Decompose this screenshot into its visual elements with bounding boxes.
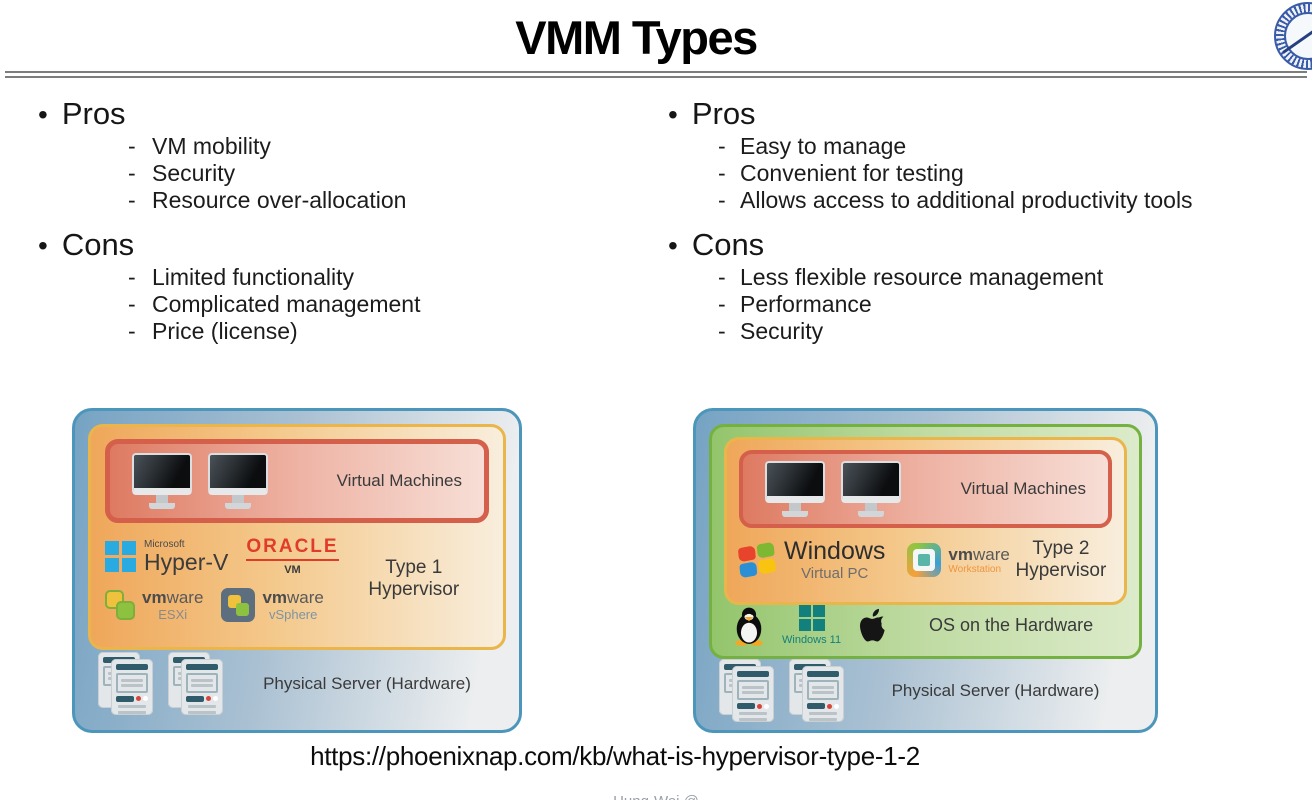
vmware-esxi-logo: vmware ESXi [105, 589, 203, 622]
vsphere-label: vSphere [268, 606, 318, 622]
server-stack-icon [168, 651, 226, 716]
list-item: VM mobility [38, 133, 608, 160]
apple-logo [860, 608, 886, 641]
title-divider [5, 71, 1307, 78]
physical-server-row: Physical Server (Hardware) [88, 650, 506, 717]
list-item: Complicated management [38, 291, 608, 318]
windows-classic-flag-icon [737, 541, 777, 579]
server-stack-icon [98, 651, 156, 716]
virtual-machines-label: Virtual Machines [960, 479, 1086, 498]
list-item: Limited functionality [38, 264, 608, 291]
pros-heading: Pros [38, 96, 608, 133]
vmware-vsphere-logo: vmware vSphere [221, 588, 324, 622]
oracle-vm-label: VM [284, 564, 301, 576]
linux-tux-icon [735, 607, 763, 646]
pros-heading: Pros [668, 96, 1308, 133]
esxi-label: ESXi [158, 606, 188, 622]
bullet-columns: Pros VM mobility Security Resource over-… [0, 96, 1312, 345]
type2-pros-cons-column: Pros Easy to manage Convenient for testi… [668, 96, 1308, 345]
vsphere-icon [221, 588, 256, 622]
monitor-icon [208, 453, 268, 509]
workstation-icon [907, 543, 942, 577]
type2-hypervisor-diagram: Virtual Machines Windows Virtual PC [693, 408, 1158, 733]
physical-server-label: Physical Server (Hardware) [263, 673, 471, 693]
list-item: Less flexible resource management [668, 264, 1308, 291]
windows-11-label: Windows 11 [782, 634, 842, 646]
monitor-icon [841, 461, 901, 517]
type2-hypervisor-label: Type 2 Hypervisor [1015, 538, 1107, 581]
cons-heading: Cons [668, 227, 1308, 264]
os-on-hardware-label: OS on the Hardware [929, 615, 1094, 635]
windows-virtual-pc-logo: Windows Virtual PC [737, 536, 886, 582]
list-item: Security [38, 160, 608, 187]
type1-hypervisor-label: Type 1 Hypervisor [368, 557, 460, 600]
windows-11-logo: Windows 11 [782, 605, 841, 646]
type2-hypervisor-box: Virtual Machines Windows Virtual PC [724, 437, 1127, 605]
virtual-pc-label: Virtual PC [801, 564, 869, 582]
virtual-machines-label: Virtual Machines [336, 471, 462, 490]
type1-hypervisor-diagram: Virtual Machines Microsoft Hyper-V O [72, 408, 522, 733]
university-seal-icon [1274, 2, 1312, 70]
microsoft-hyperv-logo: Microsoft Hyper-V [105, 539, 228, 574]
vmware-workstation-logo: vmware Workstation [907, 543, 1010, 577]
virtual-machines-box: Virtual Machines [105, 439, 489, 523]
server-stack-icon [789, 659, 847, 723]
page-title: VMM Types [515, 11, 758, 64]
physical-server-label: Physical Server (Hardware) [891, 681, 1100, 700]
list-item: Price (license) [38, 318, 608, 345]
windows-flag-icon [105, 540, 136, 572]
list-item: Allows access to additional productivity… [668, 187, 1308, 214]
os-row: Windows 11 OS on the Hardware [724, 605, 1127, 646]
microsoft-brand-label: Microsoft [144, 538, 185, 550]
monitor-icon [132, 453, 192, 509]
virtual-machines-box: Virtual Machines [739, 450, 1112, 528]
footer-credit: Hung-Wei @ [0, 793, 1312, 800]
source-url-link[interactable]: https://phoenixnap.com/kb/what-is-hyperv… [310, 741, 920, 771]
list-item: Performance [668, 291, 1308, 318]
esxi-icon [105, 590, 135, 620]
windows-brand-label: Windows [784, 536, 886, 565]
type1-pros-cons-column: Pros VM mobility Security Resource over-… [38, 96, 608, 345]
list-item: Security [668, 318, 1308, 345]
workstation-label: Workstation [948, 563, 1002, 575]
oracle-vm-logo: ORACLE VM [246, 536, 339, 576]
oracle-brand-label: ORACLE [246, 536, 339, 561]
list-item: Convenient for testing [668, 160, 1308, 187]
hyperv-label: Hyper-V [144, 548, 229, 575]
type1-hypervisor-box: Virtual Machines Microsoft Hyper-V O [88, 424, 506, 650]
list-item: Resource over-allocation [38, 187, 608, 214]
os-on-hardware-box: Virtual Machines Windows Virtual PC [709, 424, 1142, 659]
server-stack-icon [719, 659, 777, 723]
physical-server-row: Physical Server (Hardware) [709, 659, 1142, 723]
windows-11-icon [798, 605, 825, 631]
list-item: Easy to manage [668, 133, 1308, 160]
monitor-icon [765, 461, 825, 517]
cons-heading: Cons [38, 227, 608, 264]
